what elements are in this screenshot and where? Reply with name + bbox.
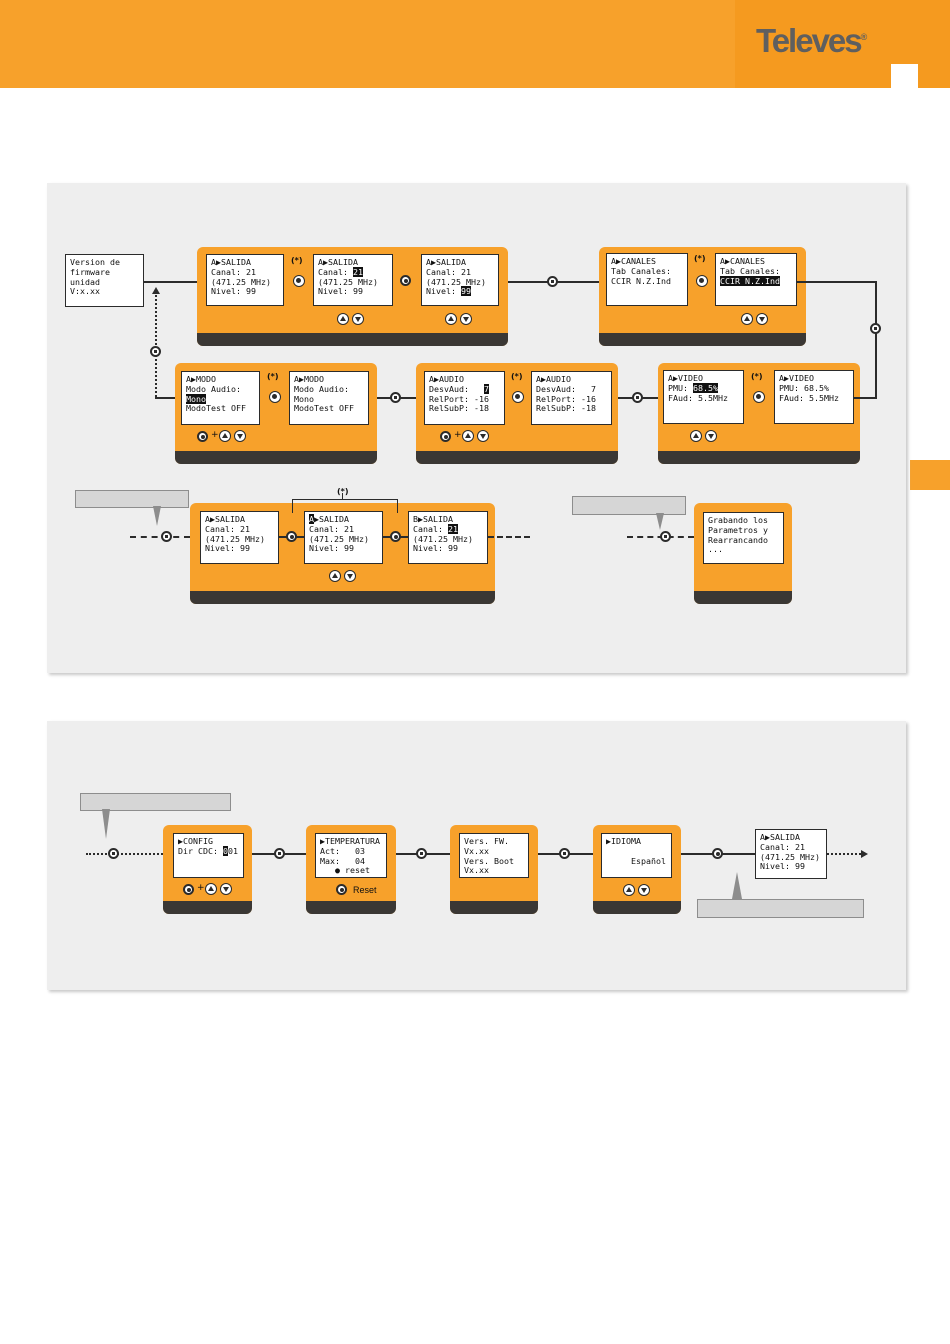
- video-display-1: A▶VIDEO PMU: 68.5% FAud: 5.5MHz: [663, 370, 744, 424]
- star-marker: (*): [511, 372, 523, 381]
- ok-button-icon[interactable]: [712, 848, 723, 859]
- plus-sign: +: [197, 883, 205, 893]
- salida-display-1: A▶SALIDA Canal: 21 (471.25 MHz) Nivel: 9…: [206, 254, 284, 306]
- callout-tail: [656, 513, 664, 530]
- star-marker: (*): [694, 254, 706, 263]
- callout-tail: [102, 809, 110, 839]
- up-arrow-icon[interactable]: [690, 430, 702, 442]
- down-arrow-icon[interactable]: [638, 884, 650, 896]
- star-marker: (*): [267, 372, 279, 381]
- header-notch: [891, 64, 918, 90]
- salida-display-3: A▶SALIDA Canal: 21 (471.25 MHz) Nivel: 9…: [421, 254, 499, 306]
- callout-tail: [732, 872, 742, 899]
- reset-button-icon[interactable]: [336, 884, 347, 895]
- up-arrow-icon[interactable]: [205, 883, 217, 895]
- temperatura-display: ▶TEMPERATURA Act: 03 Max: 04 ● reset: [315, 833, 387, 878]
- down-arrow-icon[interactable]: [234, 430, 246, 442]
- ab-salida-display-1: A▶SALIDA Canal: 21 (471.25 MHz) Nivel: 9…: [200, 511, 279, 564]
- plus-sign: +: [454, 430, 462, 440]
- star-marker: (*): [337, 487, 349, 496]
- up-arrow-icon[interactable]: [219, 430, 231, 442]
- idioma-display: ▶IDIOMA Español: [601, 833, 672, 878]
- ab-salida-display-3: B▶SALIDA Canal: 21 (471.25 MHz) Nivel: 9…: [408, 511, 488, 564]
- up-arrow-icon[interactable]: [462, 430, 474, 442]
- video-display-2: A▶VIDEO PMU: 68.5% FAud: 5.5MHz: [774, 370, 854, 424]
- callout-box: [75, 490, 189, 508]
- audio-display-1: A▶AUDIO DesvAud: 7 RelPort: -16 RelSubP:…: [424, 371, 505, 425]
- menu-button-icon[interactable]: [108, 848, 119, 859]
- ab-salida-display-2: A▶SALIDA Canal: 21 (471.25 MHz) Nivel: 9…: [304, 511, 383, 564]
- menu-button-icon[interactable]: [870, 323, 881, 334]
- up-arrow-icon[interactable]: [337, 313, 349, 325]
- televes-logo: Televes®: [756, 22, 868, 59]
- ok-button-icon[interactable]: [197, 431, 208, 442]
- up-arrow-icon[interactable]: [329, 570, 341, 582]
- up-arrow-icon[interactable]: [445, 313, 457, 325]
- modo-display-1: A▶MODO Modo Audio: Mono ModoTest OFF: [181, 371, 260, 425]
- star-marker: (*): [291, 256, 303, 265]
- bracket: [292, 499, 293, 513]
- rotary-button-icon[interactable]: [293, 275, 305, 287]
- modo-display-2: A▶MODO Modo Audio: Mono ModoTest OFF: [289, 371, 369, 425]
- down-arrow-icon[interactable]: [705, 430, 717, 442]
- down-arrow-icon[interactable]: [460, 313, 472, 325]
- bracket: [292, 499, 398, 500]
- canales-display-1: A▶CANALES Tab Canales: CCIR N.Z.Ind: [606, 253, 688, 306]
- dashed-connector: [130, 536, 190, 538]
- dashed-connector: [488, 536, 530, 538]
- down-arrow-icon[interactable]: [352, 313, 364, 325]
- ok-button-icon[interactable]: [400, 275, 411, 286]
- rotary-button-icon[interactable]: [269, 391, 281, 403]
- callout-box: [80, 793, 231, 811]
- down-arrow-icon[interactable]: [756, 313, 768, 325]
- down-arrow-icon[interactable]: [220, 883, 232, 895]
- menu-button-icon[interactable]: [632, 392, 643, 403]
- up-arrow-icon[interactable]: [741, 313, 753, 325]
- callout-box: [697, 899, 864, 918]
- plus-sign: +: [211, 430, 219, 440]
- down-arrow-icon[interactable]: [477, 430, 489, 442]
- dotted-connector: [827, 853, 861, 855]
- ok-button-icon[interactable]: [183, 884, 194, 895]
- side-tab: [910, 460, 950, 490]
- menu-button-icon[interactable]: [559, 848, 570, 859]
- canales-display-2: A▶CANALES Tab Canales: CCIR N.Z.Ind: [715, 253, 797, 306]
- callout-box: [572, 496, 686, 515]
- menu-button-icon[interactable]: [161, 531, 172, 542]
- up-arrow-icon[interactable]: [623, 884, 635, 896]
- versions-display: Vers. FW. Vx.xx Vers. Boot Vx.xx: [459, 833, 529, 878]
- dotted-connector: [86, 853, 163, 855]
- menu-button-icon[interactable]: [547, 276, 558, 287]
- menu-button-icon[interactable]: [150, 346, 161, 357]
- bracket: [397, 499, 398, 513]
- rotary-button-icon[interactable]: [512, 391, 524, 403]
- connector-line: [797, 281, 877, 283]
- menu-button-icon[interactable]: [390, 392, 401, 403]
- connector-line: [854, 397, 877, 399]
- ok-button-icon[interactable]: [390, 531, 401, 542]
- connector-line: [155, 397, 175, 399]
- reset-label: Reset: [353, 885, 377, 895]
- salida-result-display: A▶SALIDA Canal: 21 (471.25 MHz) Nivel: 9…: [755, 829, 827, 879]
- ok-button-icon[interactable]: [440, 431, 451, 442]
- firmware-version-display: Version de firmware unidad V:x.xx: [65, 254, 144, 307]
- rotary-button-icon[interactable]: [696, 275, 708, 287]
- bracket: [342, 493, 343, 499]
- ok-button-icon[interactable]: [286, 531, 297, 542]
- callout-tail: [153, 506, 161, 526]
- down-arrow-icon[interactable]: [344, 570, 356, 582]
- saving-display: Grabando los Parametros y Rearrancando .…: [703, 512, 784, 564]
- rotary-button-icon[interactable]: [753, 391, 765, 403]
- config-display: ▶CONFIG Dir CDC: 001: [173, 833, 244, 878]
- right-arrowhead: [861, 850, 868, 858]
- star-marker: (*): [751, 372, 763, 381]
- up-arrowhead: [152, 287, 160, 294]
- connector-line: [875, 281, 877, 398]
- salida-display-2: A▶SALIDA Canal: 21 (471.25 MHz) Nivel: 9…: [313, 254, 393, 306]
- menu-button-icon[interactable]: [416, 848, 427, 859]
- menu-button-icon[interactable]: [660, 531, 671, 542]
- audio-display-2: A▶AUDIO DesvAud: 7 RelPort: -16 RelSubP:…: [531, 371, 612, 425]
- menu-button-icon[interactable]: [274, 848, 285, 859]
- connector-line: [144, 281, 197, 283]
